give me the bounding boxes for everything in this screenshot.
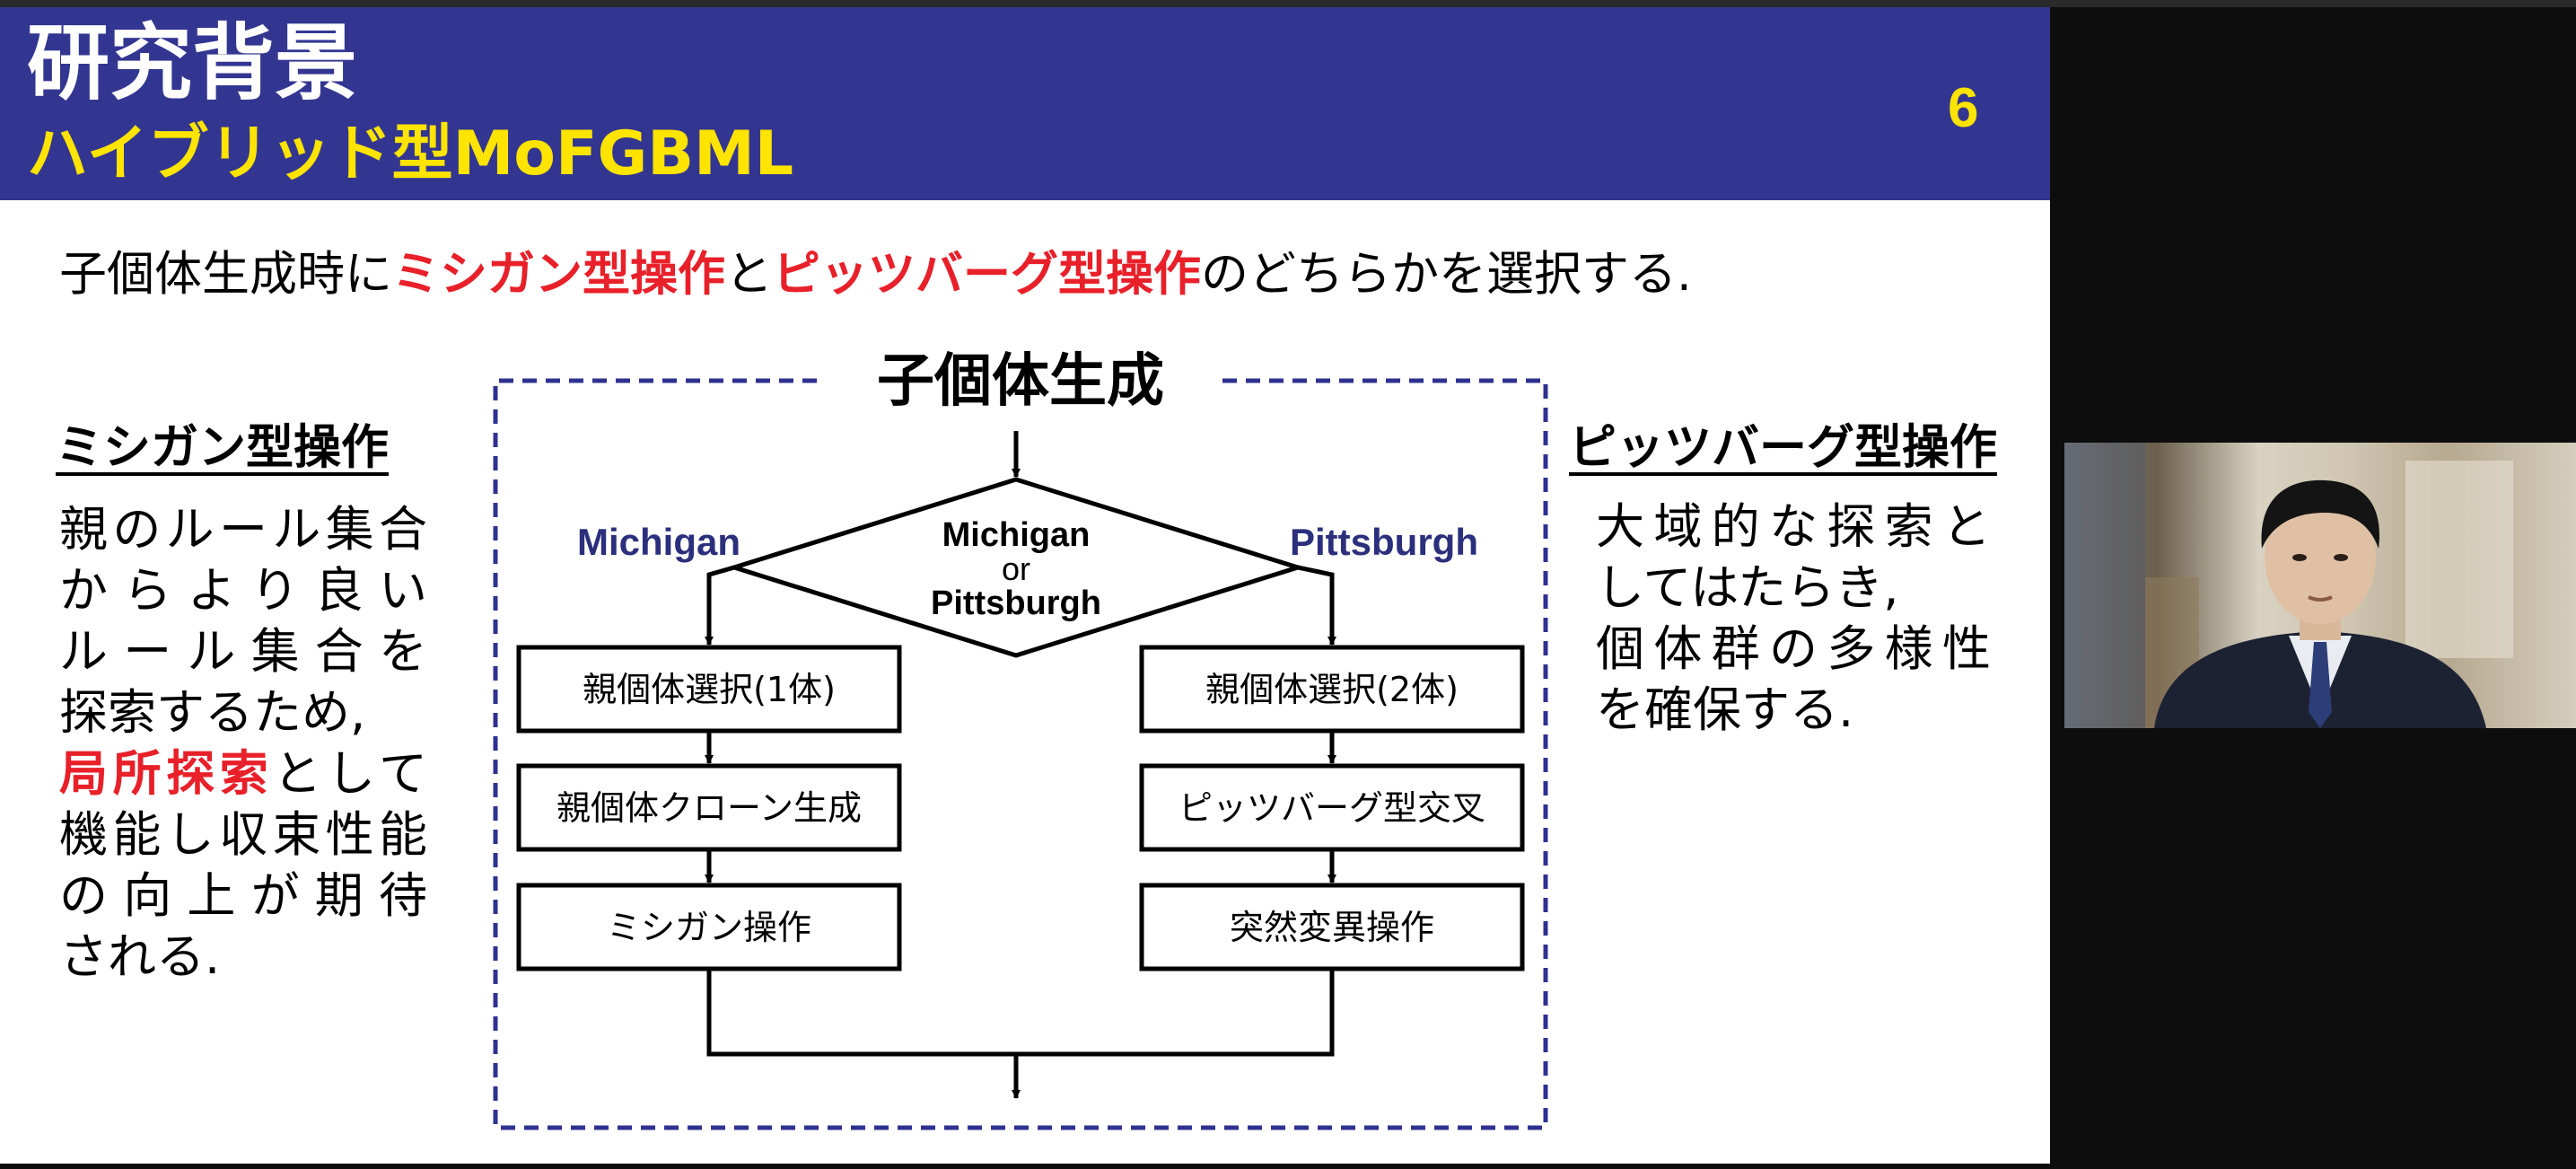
flow-step-box	[1139, 883, 1525, 971]
michigan-heading: ミシガン型操作	[56, 420, 389, 475]
description-line: を確保する.	[1596, 681, 1854, 738]
intro-sentence: 子個体生成時にミシガン型操作とピッツバーグ型操作のどちらかを選択する.	[59, 245, 1692, 304]
description-fragment: として	[273, 745, 427, 802]
flow-step-box	[1139, 645, 1525, 734]
description-line: からより良い	[59, 562, 427, 619]
description-line: 探索するため,	[59, 684, 366, 741]
presenter-silhouette	[2064, 443, 2513, 728]
flow-step-label: ミシガン操作	[607, 908, 811, 947]
flow-step-label: 親個体選択(2体)	[1205, 670, 1459, 709]
flow-step-label: 突然変異操作	[1230, 908, 1434, 947]
flow-step-box	[516, 645, 902, 734]
decision-diamond	[726, 477, 1306, 658]
branch-label-michigan: Michigan	[577, 521, 740, 563]
intro-part: と	[725, 247, 773, 302]
flow-step-box	[516, 883, 902, 971]
flow-step-label: 親個体クローン生成	[556, 788, 862, 828]
intro-part: 子個体生成時に	[59, 247, 392, 302]
flow-step-box	[1139, 763, 1525, 852]
michigan-description: 親のルール集合 からより良い ルール集合を 探索するため, 局所探索として 機能…	[59, 499, 427, 988]
description-line: 大域的な探索と	[1596, 498, 1991, 555]
description-line: される.	[59, 928, 221, 985]
merge-connector	[706, 969, 1335, 1057]
description-line: してはたらき,	[1596, 559, 1899, 616]
local-search-highlight: 局所探索	[59, 745, 274, 802]
flowchart-title: 子個体生成	[877, 348, 1164, 415]
branch-label-pittsburgh: Pittsburgh	[1290, 521, 1478, 563]
slide-header: 研究背景 ハイブリッド型MoFGBML 6	[0, 7, 2050, 200]
decision-label: Pittsburgh	[931, 584, 1101, 622]
decision-label: Michigan	[942, 516, 1091, 554]
page-number: 6	[1948, 77, 1979, 139]
window-top-edge	[0, 0, 2576, 7]
flow-step-box	[516, 763, 902, 852]
description-line: 個体群の多様性	[1596, 620, 1991, 677]
flow-step-label: ピッツバーグ型交叉	[1178, 788, 1485, 828]
flowchart: 子個体生成 Michigan or Pittsburgh Michigan Pi…	[493, 348, 1548, 1130]
flowchart-frame	[493, 378, 1548, 1130]
intro-part: のどちらかを選択する.	[1201, 247, 1692, 302]
flow-arrow	[705, 565, 735, 646]
webcam-feed-icon	[2064, 443, 2576, 728]
intro-highlight-michigan: ミシガン型操作	[392, 247, 725, 302]
description-line: の向上が期待	[59, 867, 427, 924]
pittsburgh-description: 大域的な探索と してはたらき, 個体群の多様性 を確保する.	[1596, 497, 1991, 741]
presentation-slide: 研究背景 ハイブリッド型MoFGBML 6 子個体生成時にミシガン型操作とピッツ…	[0, 7, 2050, 1164]
flow-arrow	[1297, 565, 1336, 646]
pittsburgh-heading: ピッツバーグ型操作	[1569, 420, 1997, 475]
intro-highlight-pittsburgh: ピッツバーグ型操作	[773, 247, 1201, 302]
flow-step-label: 親個体選択(1体)	[583, 670, 836, 709]
slide-title: 研究背景	[27, 15, 358, 111]
description-line: 機能し収束性能	[59, 806, 427, 863]
description-line: 親のルール集合	[59, 501, 427, 558]
description-line: ルール集合を	[59, 623, 427, 680]
decision-label: or	[1002, 550, 1030, 587]
slide-subtitle: ハイブリッド型MoFGBML	[27, 119, 794, 189]
description-line: 局所探索として	[59, 743, 427, 804]
